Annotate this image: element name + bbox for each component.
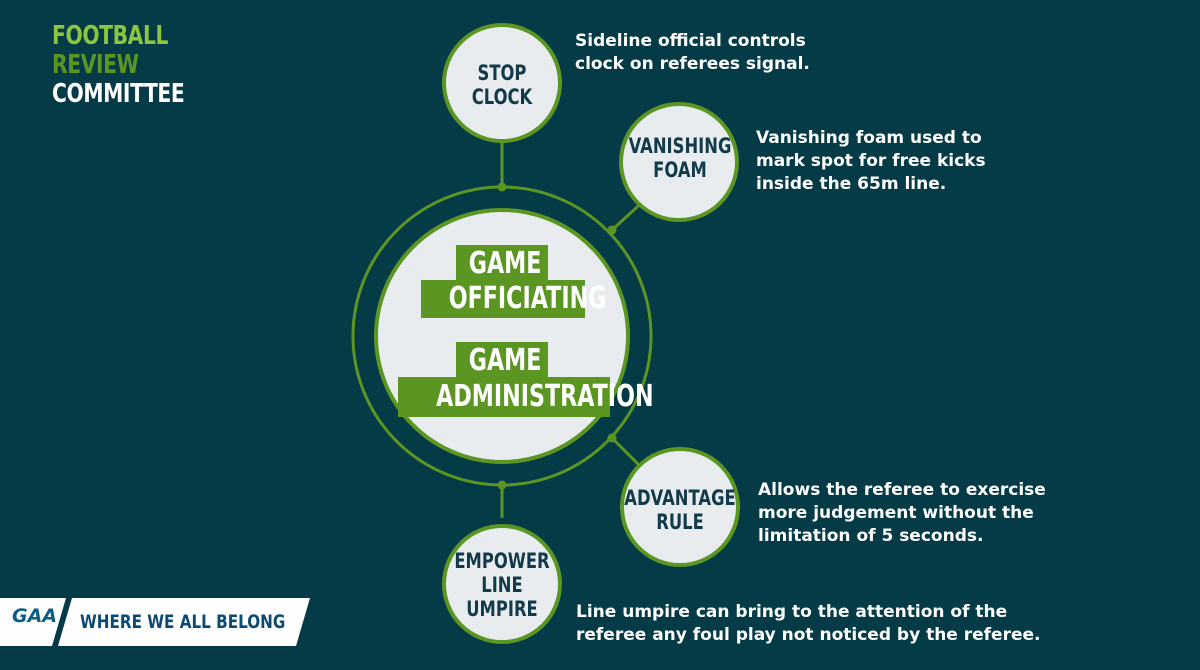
junction-dot-lower-right [607, 433, 617, 443]
node-label-empower-line-umpire: EMPOWER LINE UMPIRE [454, 549, 550, 621]
badge-game-administration-line1: GAME [456, 342, 548, 379]
badge-game-officiating-line2: OFFICIATING [421, 280, 606, 318]
junction-dot-top [497, 182, 507, 192]
junction-dot-bottom [497, 480, 507, 490]
slogan-text: WHERE WE ALL BELONG [80, 611, 286, 633]
connector-advantage-rule [610, 436, 642, 468]
node-circle-advantage-rule [620, 447, 740, 567]
footer-banner-left [0, 598, 66, 646]
footer-banner [0, 598, 310, 646]
brand-line-committee: COMMITTEE [52, 79, 185, 109]
brand-line-review: REVIEW [52, 50, 139, 80]
node-circle-empower-line-umpire [442, 524, 562, 644]
brand-title: FOOTBALL REVIEW COMMITTEE [52, 21, 185, 109]
node-label-vanishing-foam: VANISHING FOAM [628, 134, 732, 182]
description-advantage-rule: Allows the referee to exercise more judg… [758, 480, 1046, 546]
node-label-stop-clock: STOP CLOCK [471, 61, 533, 109]
description-vanishing-foam: Vanishing foam used to mark spot for fre… [756, 128, 986, 194]
node-circle-vanishing-foam [619, 102, 739, 222]
gaa-logo: GAA [12, 605, 58, 627]
node-label-advantage-rule: ADVANTAGE RULE [624, 486, 736, 534]
brand-line-football: FOOTBALL [52, 21, 169, 51]
badge-game-administration-line2: ADMINISTRATION [398, 377, 654, 417]
description-stop-clock: Sideline official controls clock on refe… [575, 31, 810, 74]
junction-dot-upper-right [607, 225, 617, 235]
node-circle-stop-clock [442, 23, 562, 143]
description-empower-line-umpire: Line umpire can bring to the attention o… [576, 602, 1041, 645]
footer-banner-right [58, 598, 310, 646]
badge-game-officiating-line1: GAME [456, 245, 548, 282]
